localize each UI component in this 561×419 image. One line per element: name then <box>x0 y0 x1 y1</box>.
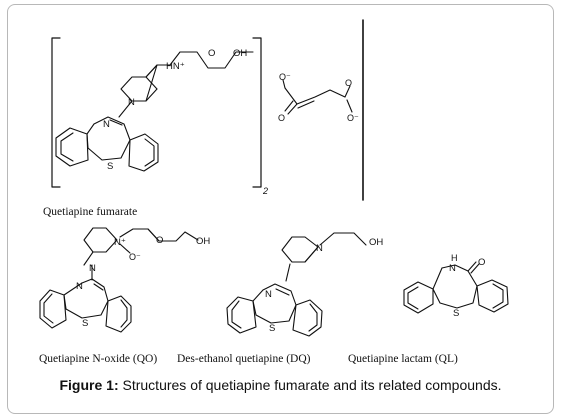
n-oxide-piperazine-n-label: N <box>89 263 96 274</box>
lactam-o-label: O <box>478 257 485 268</box>
n-oxide-imine-n-label: N <box>76 281 83 292</box>
figure-frame <box>7 4 554 414</box>
n-oxide-ether-o-label: O <box>156 235 163 246</box>
quetiapine-n-oxide-structure: N⁺ O⁻ O OH N N S <box>39 227 210 333</box>
fumarate-o-minus-bottom-label: O⁻ <box>347 113 359 123</box>
des-ethanol-oh-label: OH <box>369 237 383 248</box>
compound-label-des-ethanol-quetiapine: Des-ethanol quetiapine (DQ) <box>177 353 311 365</box>
des-ethanol-n-label: N <box>316 243 323 254</box>
figure-caption-text: Structures of quetiapine fumarate and it… <box>122 377 502 393</box>
n-oxide-oh-label: OH <box>196 236 210 247</box>
n-oxide-sulfur-label: S <box>82 318 88 329</box>
compound-label-quetiapine-n-oxide: Quetiapine N-oxide (QO) <box>39 353 158 365</box>
fumarate-o-right-label: O <box>345 78 352 88</box>
figure-caption-label: Figure 1: <box>59 377 119 393</box>
figure-structures: HN⁺ O OH N N S O⁻ O O O⁻ 2 N⁺ O⁻ O <box>39 19 509 337</box>
lactam-n-label: N <box>449 263 456 274</box>
n-oxide-n-plus-label: N⁺ <box>114 237 126 248</box>
compound-label-quetiapine-fumarate: Quetiapine fumarate <box>43 206 138 218</box>
piperazine-n-label: N <box>128 97 135 108</box>
fumarate-o-minus-top-label: O⁻ <box>279 72 291 82</box>
sulfur-label: S <box>107 161 113 172</box>
quetiapine-fumarate-structure: HN⁺ O OH N N S O⁻ O O O⁻ 2 <box>51 19 364 201</box>
hn-plus-label: HN⁺ <box>166 61 185 72</box>
structures-drawing: HN⁺ O OH N N S O⁻ O O O⁻ 2 N⁺ O⁻ O <box>39 19 509 337</box>
ether-o-label: O <box>208 48 215 59</box>
figure-caption: Figure 1: Structures of quetiapine fumar… <box>0 377 561 393</box>
compound-label-quetiapine-lactam: Quetiapine lactam (QL) <box>348 353 458 365</box>
n-oxide-o-minus-label: O⁻ <box>129 252 141 262</box>
oh-label: OH <box>233 48 247 59</box>
subscript-2-label: 2 <box>262 186 268 196</box>
quetiapine-lactam-structure: H N O S <box>403 253 509 319</box>
imine-n-label: N <box>103 119 110 130</box>
des-ethanol-imine-n-label: N <box>265 289 272 300</box>
des-ethanol-sulfur-label: S <box>269 323 275 334</box>
lactam-sulfur-label: S <box>453 308 459 319</box>
fumarate-o-left-label: O <box>278 113 285 123</box>
des-ethanol-quetiapine-structure: N OH N S <box>226 232 383 337</box>
lactam-h-label: H <box>451 253 458 263</box>
